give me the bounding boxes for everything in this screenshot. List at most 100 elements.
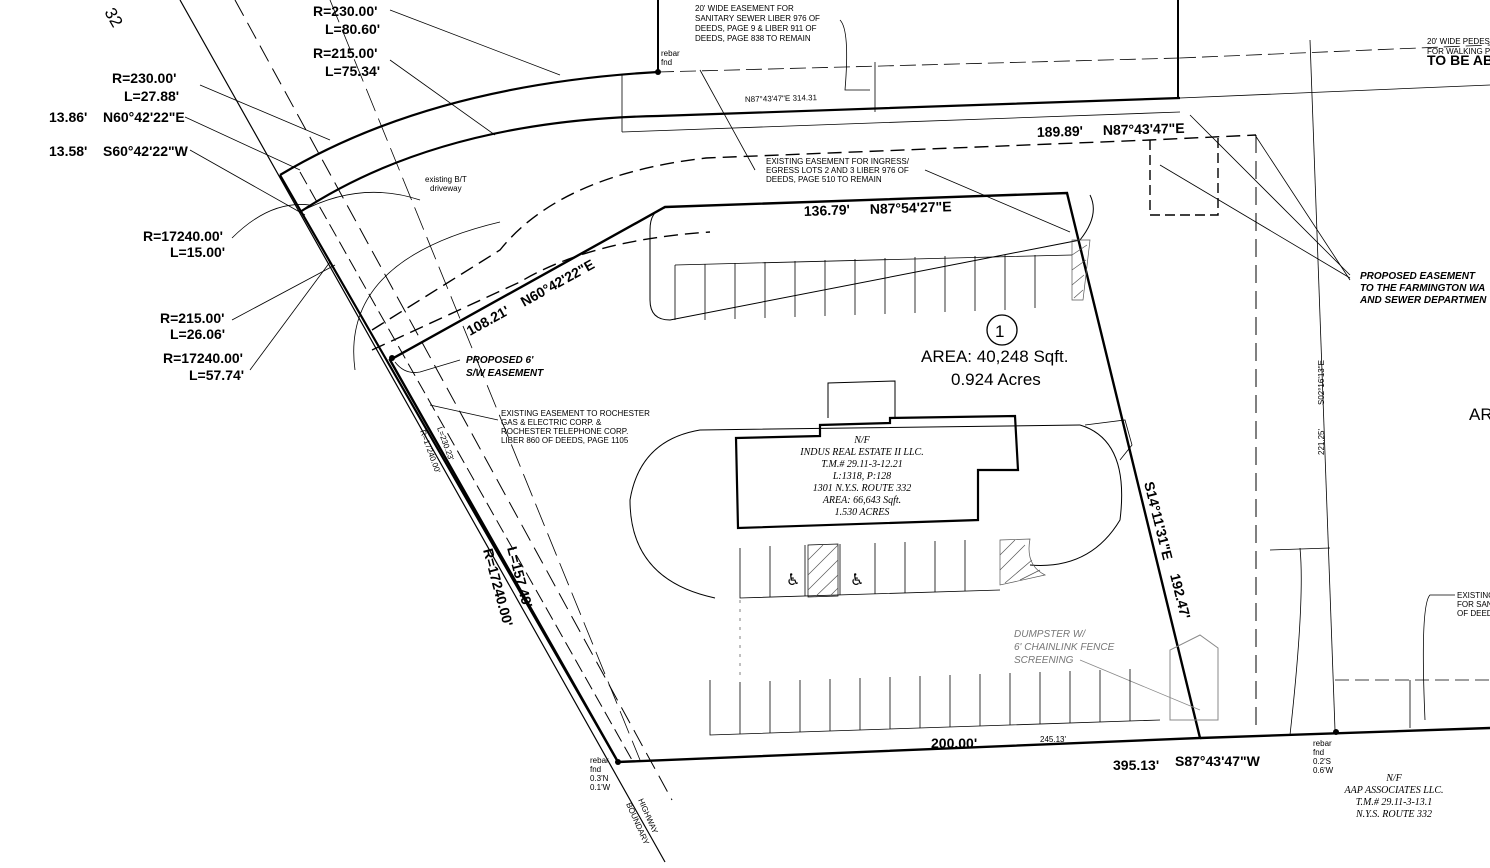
rebar-marker-bl — [615, 759, 621, 765]
linework — [179, 0, 1490, 863]
note-sw-1: PROPOSED 6' — [466, 355, 534, 366]
accessible-icon: ♿ — [850, 570, 864, 589]
note-existing-right-2: FOR SAN — [1457, 600, 1490, 609]
label-n875427: N87°54'27"E — [870, 198, 952, 217]
neighbor-route: N.Y.S. ROUTE 332 — [1355, 809, 1432, 820]
ingress-easement-dashed — [371, 134, 1257, 331]
label-n874347-314: N87°43'47"E 314.31 — [745, 93, 818, 104]
leader-r215-top — [389, 59, 496, 136]
note-sewer-3: DEEDS, PAGE 9 & LIBER 911 OF — [695, 24, 817, 33]
row-line-dashed — [299, 171, 633, 761]
leader-r17240-a — [231, 204, 311, 239]
note-rebar-bl-1: rebar — [590, 756, 609, 765]
note-driveway-1: existing B/T — [425, 175, 467, 184]
label-19247: 192.47' — [1167, 572, 1194, 621]
note-rebar-bl-3: 0.3'N — [590, 774, 609, 783]
neighbor-nf: N/F — [1385, 773, 1402, 784]
note-sewer-2: SANITARY SEWER LIBER 976 OF — [695, 14, 820, 23]
lot-area: AREA: 40,248 Sqft. — [921, 347, 1068, 366]
leader-dumpster — [1079, 659, 1201, 711]
parcel-acres: 1.530 ACRES — [835, 507, 890, 518]
parking-stalls — [704, 255, 1131, 734]
north-parking-curb — [649, 194, 1094, 321]
label-l26: L=26.06' — [170, 326, 225, 342]
label-r230-left: R=230.00' — [112, 70, 176, 86]
label-r215-b: R=215.00' — [160, 310, 224, 326]
label-l15: L=15.00' — [170, 244, 225, 260]
note-rge-3: ROCHESTER TELEPHONE CORP. — [501, 427, 628, 436]
leader-existing-right — [1422, 594, 1455, 721]
leader-sewer — [839, 19, 870, 91]
note-farmington-1: PROPOSED EASEMENT — [1360, 271, 1476, 282]
note-dumpster-1: DUMPSTER W/ — [1014, 629, 1086, 640]
note-ingress-3: DEEDS, PAGE 510 TO REMAIN — [766, 175, 882, 184]
east-lot-line — [1309, 39, 1336, 731]
neighbor-owner: AAP ASSOCIATES LLC. — [1344, 785, 1444, 796]
parcel-owner: INDUS REAL ESTATE II LLC. — [799, 447, 923, 458]
neighbor-tm: T.M.# 29.11-3-13.1 — [1356, 797, 1433, 808]
note-sw-2: S/W EASEMENT — [466, 368, 544, 379]
ped-easement-dashed — [1179, 44, 1490, 59]
label-l27: L=27.88' — [124, 88, 179, 104]
label-l57: L=57.74' — [189, 367, 244, 383]
note-ingress-2: EGRESS LOTS 2 AND 3 LIBER 976 OF — [766, 166, 909, 175]
note-driveway-2: driveway — [430, 184, 462, 193]
leader-farmington-1 — [1189, 114, 1351, 276]
label-s021613: S02°16'13"E — [1317, 360, 1326, 405]
dumpster-enclosure — [1169, 634, 1219, 721]
lot-1-boundary — [388, 191, 1202, 764]
lot-number: 1 — [995, 322, 1004, 341]
building-entrance — [827, 380, 896, 418]
note-ingress-1: EXISTING EASEMENT FOR INGRESS/ — [766, 157, 910, 166]
label-1358: 13.58' — [49, 143, 87, 159]
lot-number-circle — [986, 314, 1018, 346]
note-rebar-br-3: 0.2'S — [1313, 757, 1331, 766]
leader-1386 — [184, 116, 301, 171]
accessible-icon: ♿ — [786, 570, 800, 589]
leader-r17240-b — [249, 261, 331, 371]
highway-centerline — [234, 0, 673, 801]
note-existing-right-3: OF DEED — [1457, 609, 1490, 618]
east-curve — [1289, 547, 1302, 736]
lot-1-info: 1 AREA: 40,248 Sqft. 0.924 Acres — [921, 322, 1068, 389]
middle-parking-row — [739, 548, 1001, 599]
leader-r215-b — [231, 264, 336, 321]
leader-farmington-2 — [1159, 164, 1351, 279]
leader-1358 — [189, 149, 306, 216]
label-39513: 395.13' — [1113, 757, 1159, 773]
parcel-tm: T.M.# 29.11-3-12.21 — [821, 459, 903, 470]
handicap-symbols: ♿ ♿ — [786, 570, 864, 589]
row-line-faint — [329, 0, 641, 761]
label-r215-top: R=215.00' — [313, 45, 377, 61]
note-rge-4: LIBER 860 OF DEEDS, PAGE 1105 — [501, 436, 629, 445]
lot-acres: 0.924 Acres — [951, 370, 1041, 389]
sw-marker — [389, 355, 395, 361]
note-rebar-br-1: rebar — [1313, 739, 1332, 748]
south-line-extension — [1199, 726, 1490, 740]
note-dumpster-2: 6' CHAINLINK FENCE — [1014, 642, 1115, 653]
ingress-easement-dashed-2 — [371, 231, 711, 351]
label-s604222: S60°42'22"W — [103, 143, 189, 159]
sewer-easement-bottom — [621, 111, 1181, 133]
sewer-easement-line — [657, 57, 1181, 73]
curve-r230 — [279, 70, 659, 176]
note-rebar-top-2: fnd — [661, 58, 672, 67]
curve-r215 — [299, 96, 1181, 213]
leader-r230-left — [199, 84, 331, 141]
south-parking-row — [709, 680, 1161, 736]
note-dumpster-3: SCREENING — [1014, 655, 1074, 666]
note-rge-1: EXISTING EASEMENT TO ROCHESTER — [501, 409, 650, 418]
note-rebar-top-1: rebar — [661, 49, 680, 58]
note-ped-2: FOR WALKING P — [1427, 47, 1490, 56]
rebar-marker-top — [655, 69, 661, 75]
label-22125: 221.25' — [1317, 429, 1326, 455]
note-rge-2: GAS & ELECTRIC CORP. & — [501, 418, 602, 427]
leader-sw — [394, 359, 461, 373]
note-rebar-br-2: fnd — [1313, 748, 1324, 757]
note-ped-1: 20' WIDE PEDES — [1427, 37, 1490, 46]
label-n604222: N60°42'22"E — [103, 109, 185, 125]
north-parking-row — [674, 254, 1073, 320]
parcel-info: N/F INDUS REAL ESTATE II LLC. T.M.# 29.1… — [799, 435, 923, 518]
label-l75: L=75.34' — [325, 63, 380, 79]
